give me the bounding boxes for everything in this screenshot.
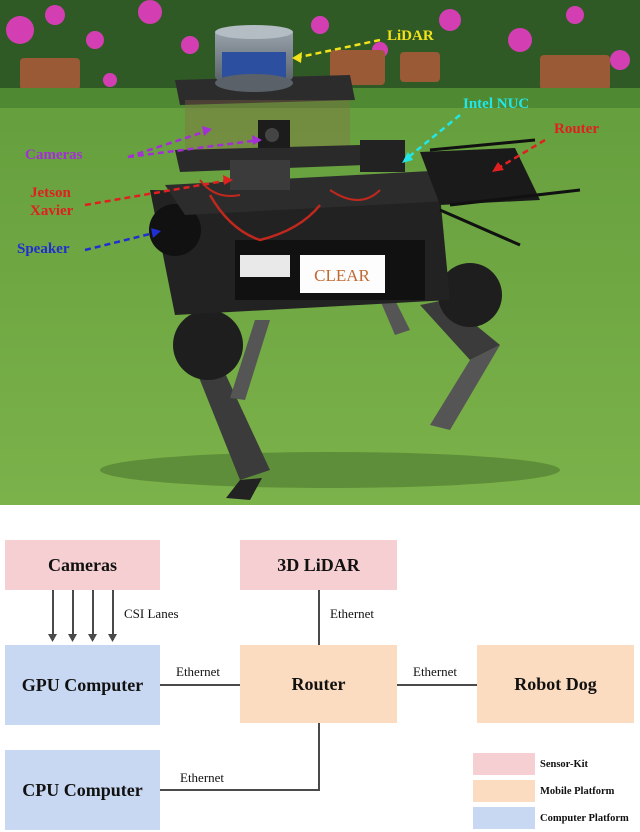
csi-arrowheads: [48, 634, 117, 642]
csi-lanes-label: CSI Lanes: [124, 606, 179, 621]
router-down-line: [318, 723, 320, 790]
csi-lane-1: [52, 590, 54, 640]
callout-arrowheads: [151, 52, 504, 238]
xavier-callout: Xavier: [30, 203, 74, 219]
intel-nuc-arrow: [404, 114, 461, 161]
cameras-callout: Cameras: [25, 147, 83, 163]
gpu-ethernet-label: Ethernet: [176, 664, 221, 679]
legend-swatch-sensor-kit: [473, 753, 535, 775]
gpu-router-line: [160, 684, 240, 686]
robot-body: CLEAR: [149, 25, 581, 500]
jetson-callout: Jetson: [30, 185, 71, 201]
callout-arrows: [84, 38, 546, 252]
cpu-computer-block: CPU Computer: [5, 750, 160, 830]
cpu-router-line: [160, 789, 320, 791]
legend-label-computer-platform: Computer Platform: [540, 813, 629, 824]
intel-nuc-callout: Intel NUC: [463, 96, 530, 112]
cameras-arrow: [127, 138, 261, 159]
router-block: Router: [240, 645, 397, 723]
lidar-callout: LiDAR: [387, 28, 434, 44]
csi-lane-4: [112, 590, 114, 640]
csi-lane-3: [92, 590, 94, 640]
legend-swatch-mobile-platform: [473, 780, 535, 802]
legend-label-sensor-kit: Sensor-Kit: [540, 759, 589, 770]
legend-label-mobile-platform: Mobile Platform: [540, 786, 615, 797]
router-dog-line: [397, 684, 477, 686]
cpu-ethernet-label: Ethernet: [180, 770, 225, 785]
lidar-router-line: [318, 590, 320, 645]
robot-photo: CLEAR: [0, 0, 640, 505]
cameras-block: Cameras: [5, 540, 160, 590]
speaker-arrow: [84, 230, 159, 252]
dog-ethernet-label: Ethernet: [413, 664, 458, 679]
lidar-ethernet-label: Ethernet: [330, 606, 375, 621]
robot-dog-illustration: CLEAR: [0, 0, 640, 505]
jetson-arrow: [84, 178, 231, 207]
clear-logo-text: CLEAR: [314, 266, 370, 285]
router-callout: Router: [554, 121, 599, 137]
legend-swatch-computer-platform: [473, 807, 535, 829]
lidar-arrow: [294, 38, 381, 60]
gpu-computer-block: GPU Computer: [5, 645, 160, 725]
speaker-callout: Speaker: [17, 241, 70, 257]
robot-dog-block: Robot Dog: [477, 645, 634, 723]
lidar-block: 3D LiDAR: [240, 540, 397, 590]
csi-lane-2: [72, 590, 74, 640]
